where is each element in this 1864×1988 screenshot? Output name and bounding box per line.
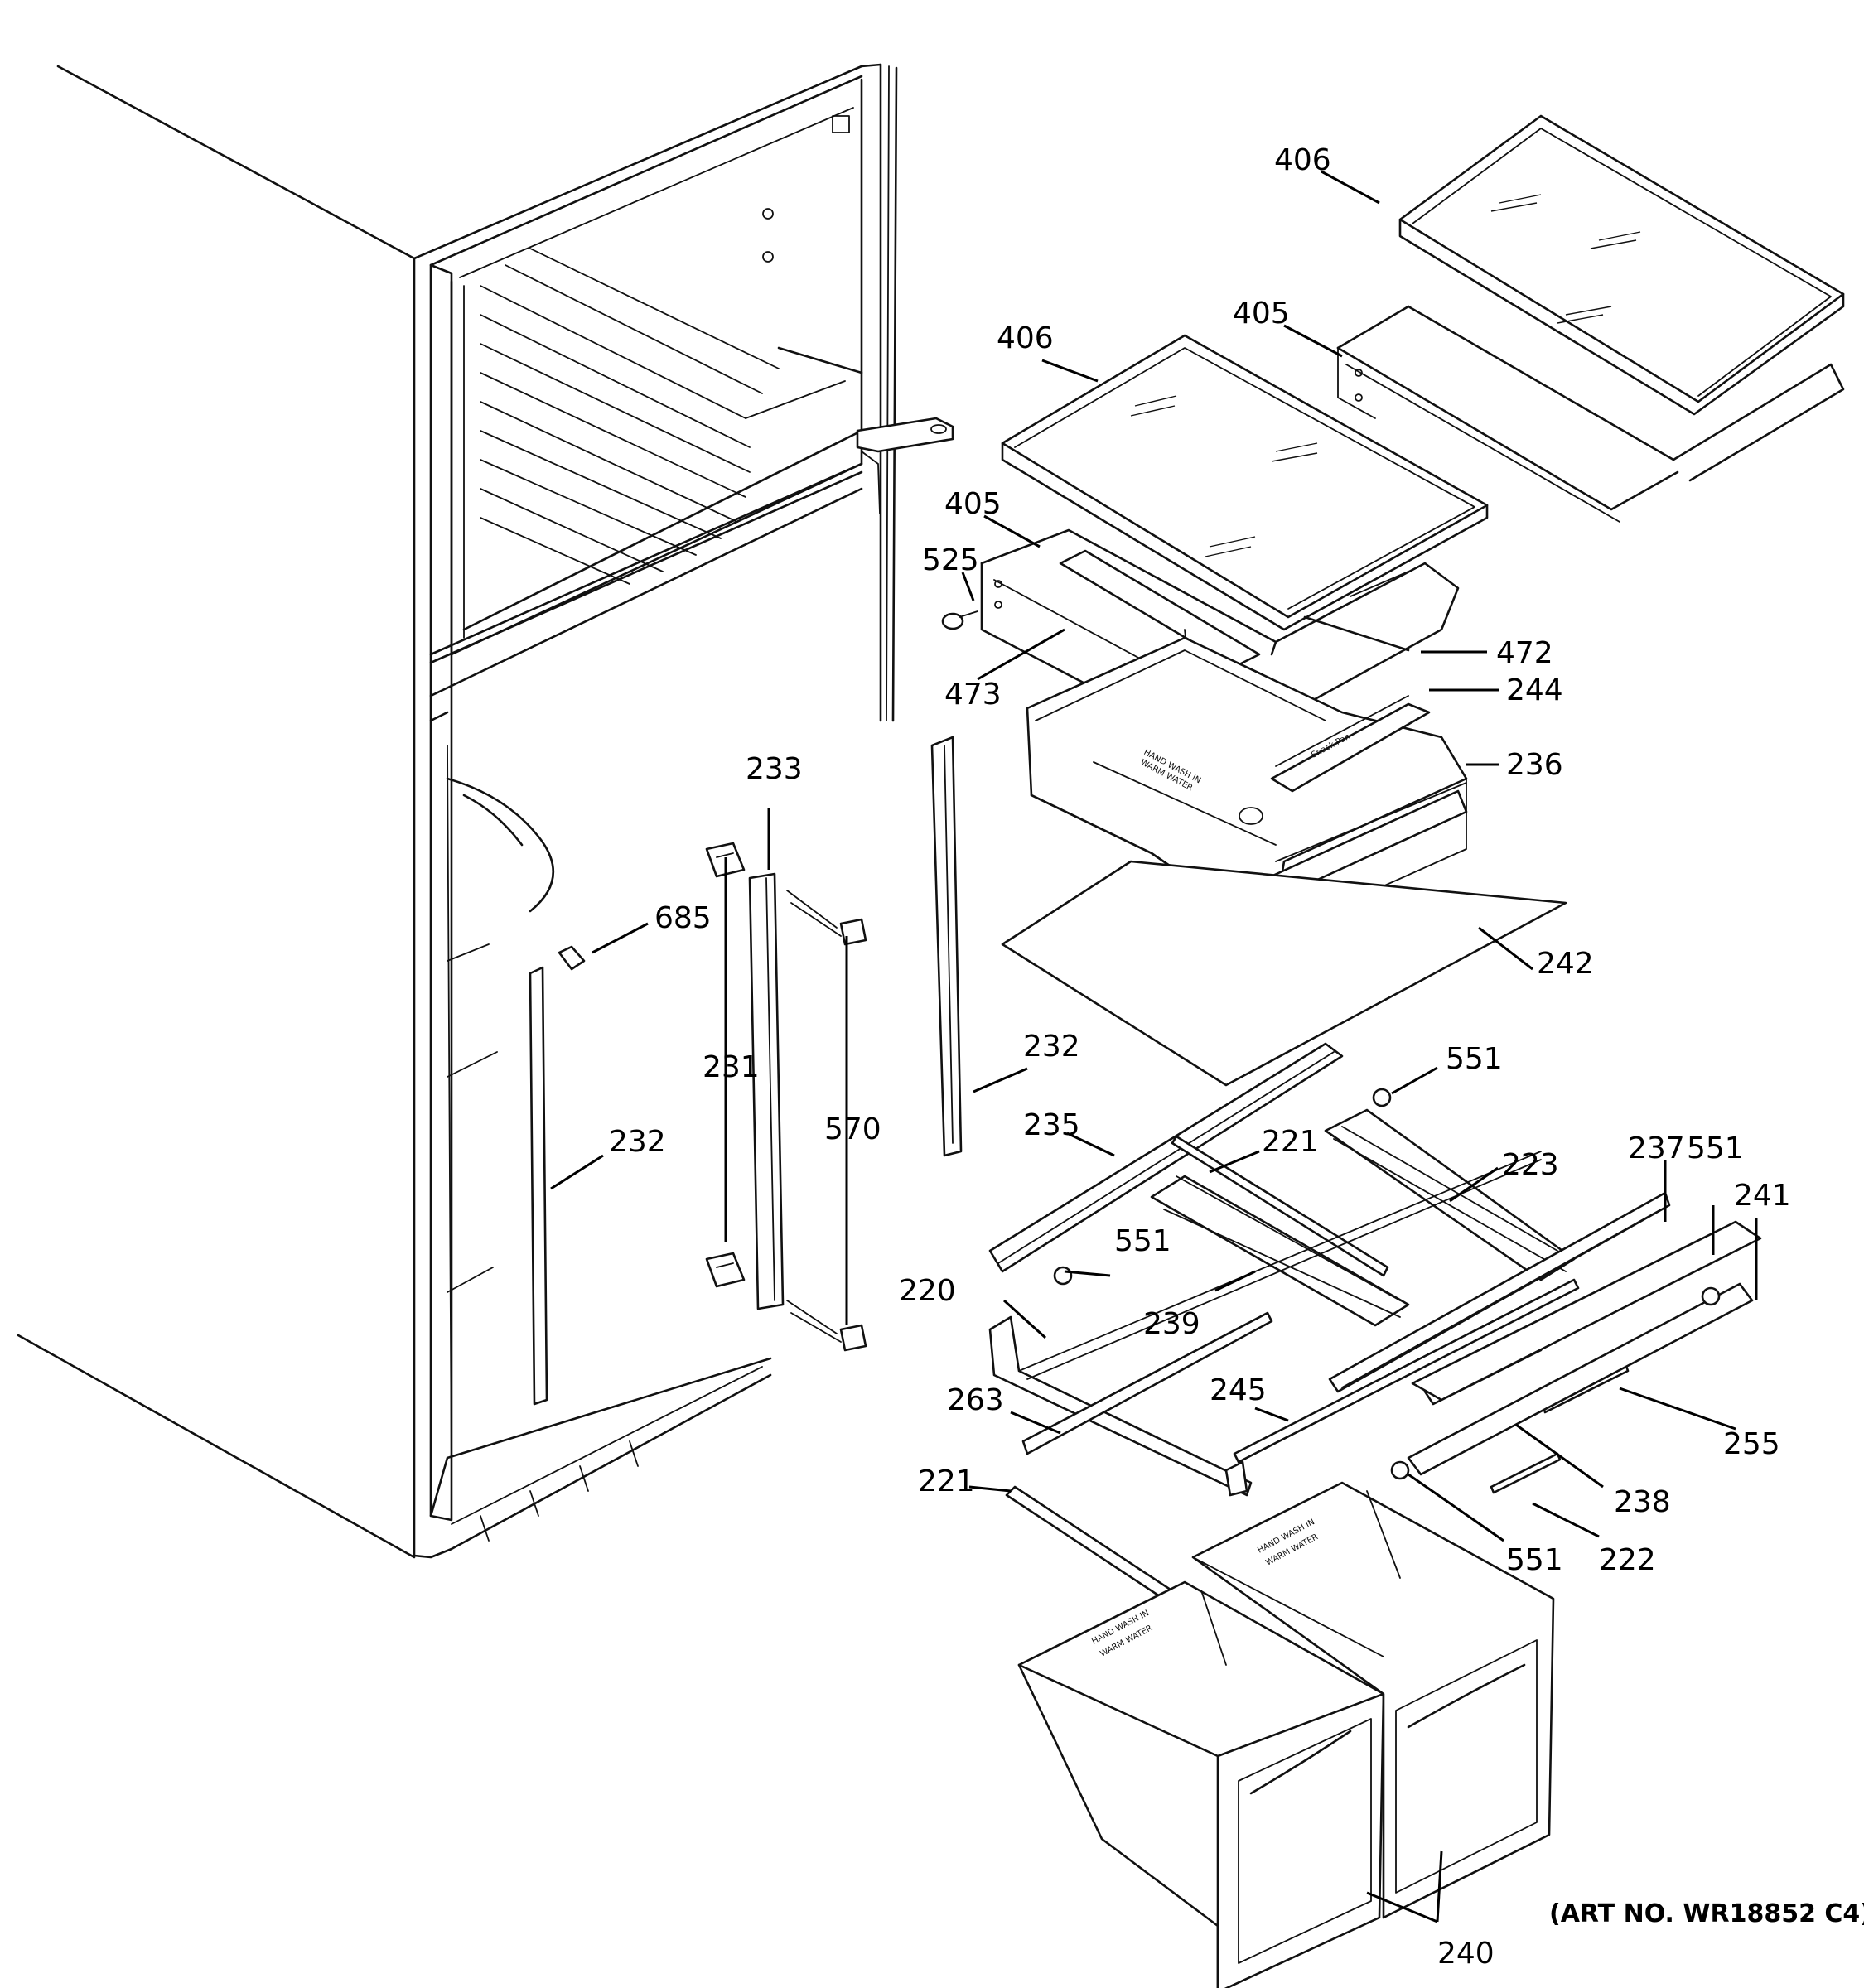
callout-221: 221 [1262, 1125, 1319, 1159]
callout-239: 239 [1143, 1307, 1200, 1341]
callout-685: 685 [654, 901, 712, 935]
crisper-end-rod [1490, 1452, 1562, 1494]
callout-245: 245 [1210, 1373, 1267, 1407]
callout-551: 551 [1446, 1042, 1503, 1076]
screw-685 [558, 945, 586, 971]
callout-223: 223 [1502, 1148, 1559, 1182]
crisper-humidity-rail [1233, 1278, 1580, 1464]
crisper-humidity-channel [1021, 1311, 1273, 1455]
callout-405: 405 [944, 487, 1002, 521]
glass-shelf-lower [1001, 334, 1489, 631]
shelf-support-right [930, 736, 963, 1157]
callout-235: 235 [1023, 1108, 1080, 1142]
callout-236: 236 [1506, 748, 1563, 782]
humidity-control-bar [1328, 1191, 1671, 1393]
snack-pan-cover: Snack Pan [1270, 695, 1431, 793]
shelf-support-left [529, 966, 548, 1406]
callout-551: 551 [1506, 1543, 1563, 1577]
callout-551: 551 [1687, 1132, 1744, 1165]
callout-525: 525 [922, 543, 979, 577]
callout-238: 238 [1614, 1485, 1671, 1519]
humidity-diffuser [1407, 1282, 1754, 1476]
humidity-control-cover [1411, 1220, 1762, 1402]
callout-231: 231 [703, 1050, 760, 1084]
support-clip-lower [705, 1252, 746, 1288]
art-number: (ART NO. WR18852 C4) [1549, 1899, 1864, 1928]
crisper-cover-glass [1001, 860, 1567, 1087]
crisper-left-frame [1150, 1175, 1410, 1327]
refrigerator-cabinet [17, 63, 954, 1559]
callout-232: 232 [609, 1125, 666, 1159]
callout-221: 221 [918, 1464, 975, 1498]
callout-222: 222 [1599, 1543, 1656, 1577]
callout-473: 473 [944, 678, 1002, 712]
freezer-wire-rack [462, 248, 863, 631]
screw-lower [786, 1300, 867, 1352]
callout-244: 244 [1506, 673, 1563, 707]
callout-241: 241 [1734, 1179, 1791, 1213]
screw-525 [941, 610, 978, 630]
screw-upper [786, 890, 867, 946]
crisper-hook [1224, 1460, 1248, 1497]
callout-551: 551 [1114, 1224, 1171, 1258]
crisper-rod [1171, 1135, 1389, 1277]
hinge [856, 417, 954, 514]
callout-220: 220 [899, 1274, 956, 1308]
callout-406: 406 [997, 321, 1054, 355]
callout-240: 240 [1437, 1937, 1495, 1971]
callout-406: 406 [1274, 143, 1331, 177]
callout-232: 232 [1023, 1030, 1080, 1064]
callout-242: 242 [1537, 947, 1594, 981]
callout-472: 472 [1496, 636, 1553, 670]
crisper-drawers: HAND WASH IN WARM WATER HAND WASH IN WAR… [1017, 1481, 1555, 1988]
callout-570: 570 [824, 1112, 881, 1146]
callout-263: 263 [947, 1383, 1004, 1417]
shelf-support-center [748, 872, 785, 1310]
shelf-frame-upper [1336, 305, 1845, 523]
crisper-front-rail [988, 1042, 1344, 1273]
callout-255: 255 [1723, 1427, 1780, 1461]
callout-405: 405 [1233, 297, 1290, 331]
leader-lines [550, 170, 1758, 1923]
callout-233: 233 [746, 752, 803, 786]
glass-shelf-upper [1398, 114, 1845, 416]
callout-237: 237 [1628, 1132, 1685, 1165]
callout-numbers: 406 406 405 405 525 472 473 244 236 233 … [609, 143, 1791, 1971]
